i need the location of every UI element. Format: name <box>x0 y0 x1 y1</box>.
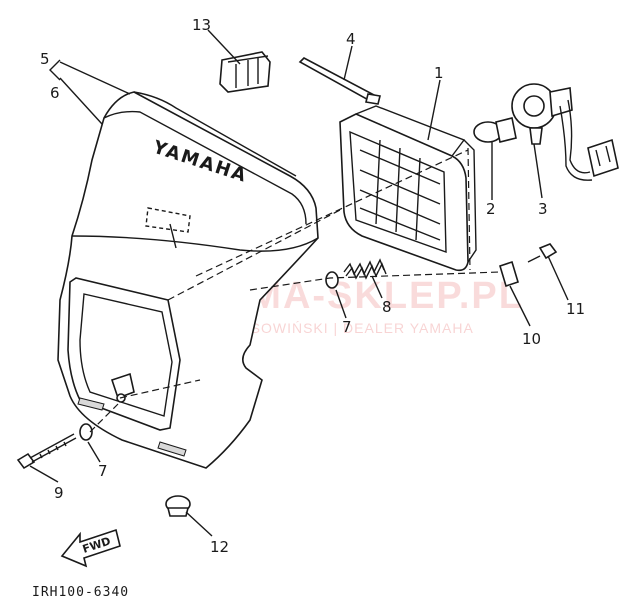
callout-6: 6 <box>50 84 60 102</box>
part-4-strap <box>298 57 381 105</box>
assembly-lines <box>89 147 501 433</box>
part-9-bolt <box>16 433 77 470</box>
part-8-spring <box>343 258 387 280</box>
part-13-cushion <box>219 51 271 93</box>
part-10-clip <box>499 260 519 288</box>
part-11-screw <box>527 243 558 263</box>
drawing-code: IRH100-6340 <box>32 585 129 600</box>
callout-10: 10 <box>522 330 541 348</box>
part-7-washer-lower <box>79 423 93 441</box>
watermark-sub-text: MOTO SOWIŃSKI | DEALER YAMAHA <box>200 320 474 336</box>
fwd-arrow-icon: FWD <box>60 528 121 568</box>
callout-labels: 1 2 3 4 5 6 7 7 8 9 10 11 12 13 <box>40 16 585 556</box>
callout-3: 3 <box>538 200 548 218</box>
headlight-cowl: YAMAHA <box>57 91 319 469</box>
callout-7-lower: 7 <box>98 462 108 480</box>
callout-8: 8 <box>382 298 392 316</box>
callout-13: 13 <box>192 16 211 34</box>
callout-2: 2 <box>486 200 496 218</box>
callout-1: 1 <box>434 64 444 82</box>
callout-9: 9 <box>54 484 64 502</box>
callout-11: 11 <box>566 300 585 318</box>
callout-12: 12 <box>210 538 229 556</box>
callout-5: 5 <box>40 50 50 68</box>
callout-7-upper: 7 <box>342 318 352 336</box>
part-1-headlight-unit <box>339 105 477 272</box>
part-12-grommet <box>165 495 191 517</box>
part-3-socket <box>511 83 619 181</box>
part-7-nut-upper <box>325 271 339 289</box>
callout-4: 4 <box>346 30 356 48</box>
leader-lines <box>29 29 569 537</box>
part-2-bulb <box>473 117 517 143</box>
